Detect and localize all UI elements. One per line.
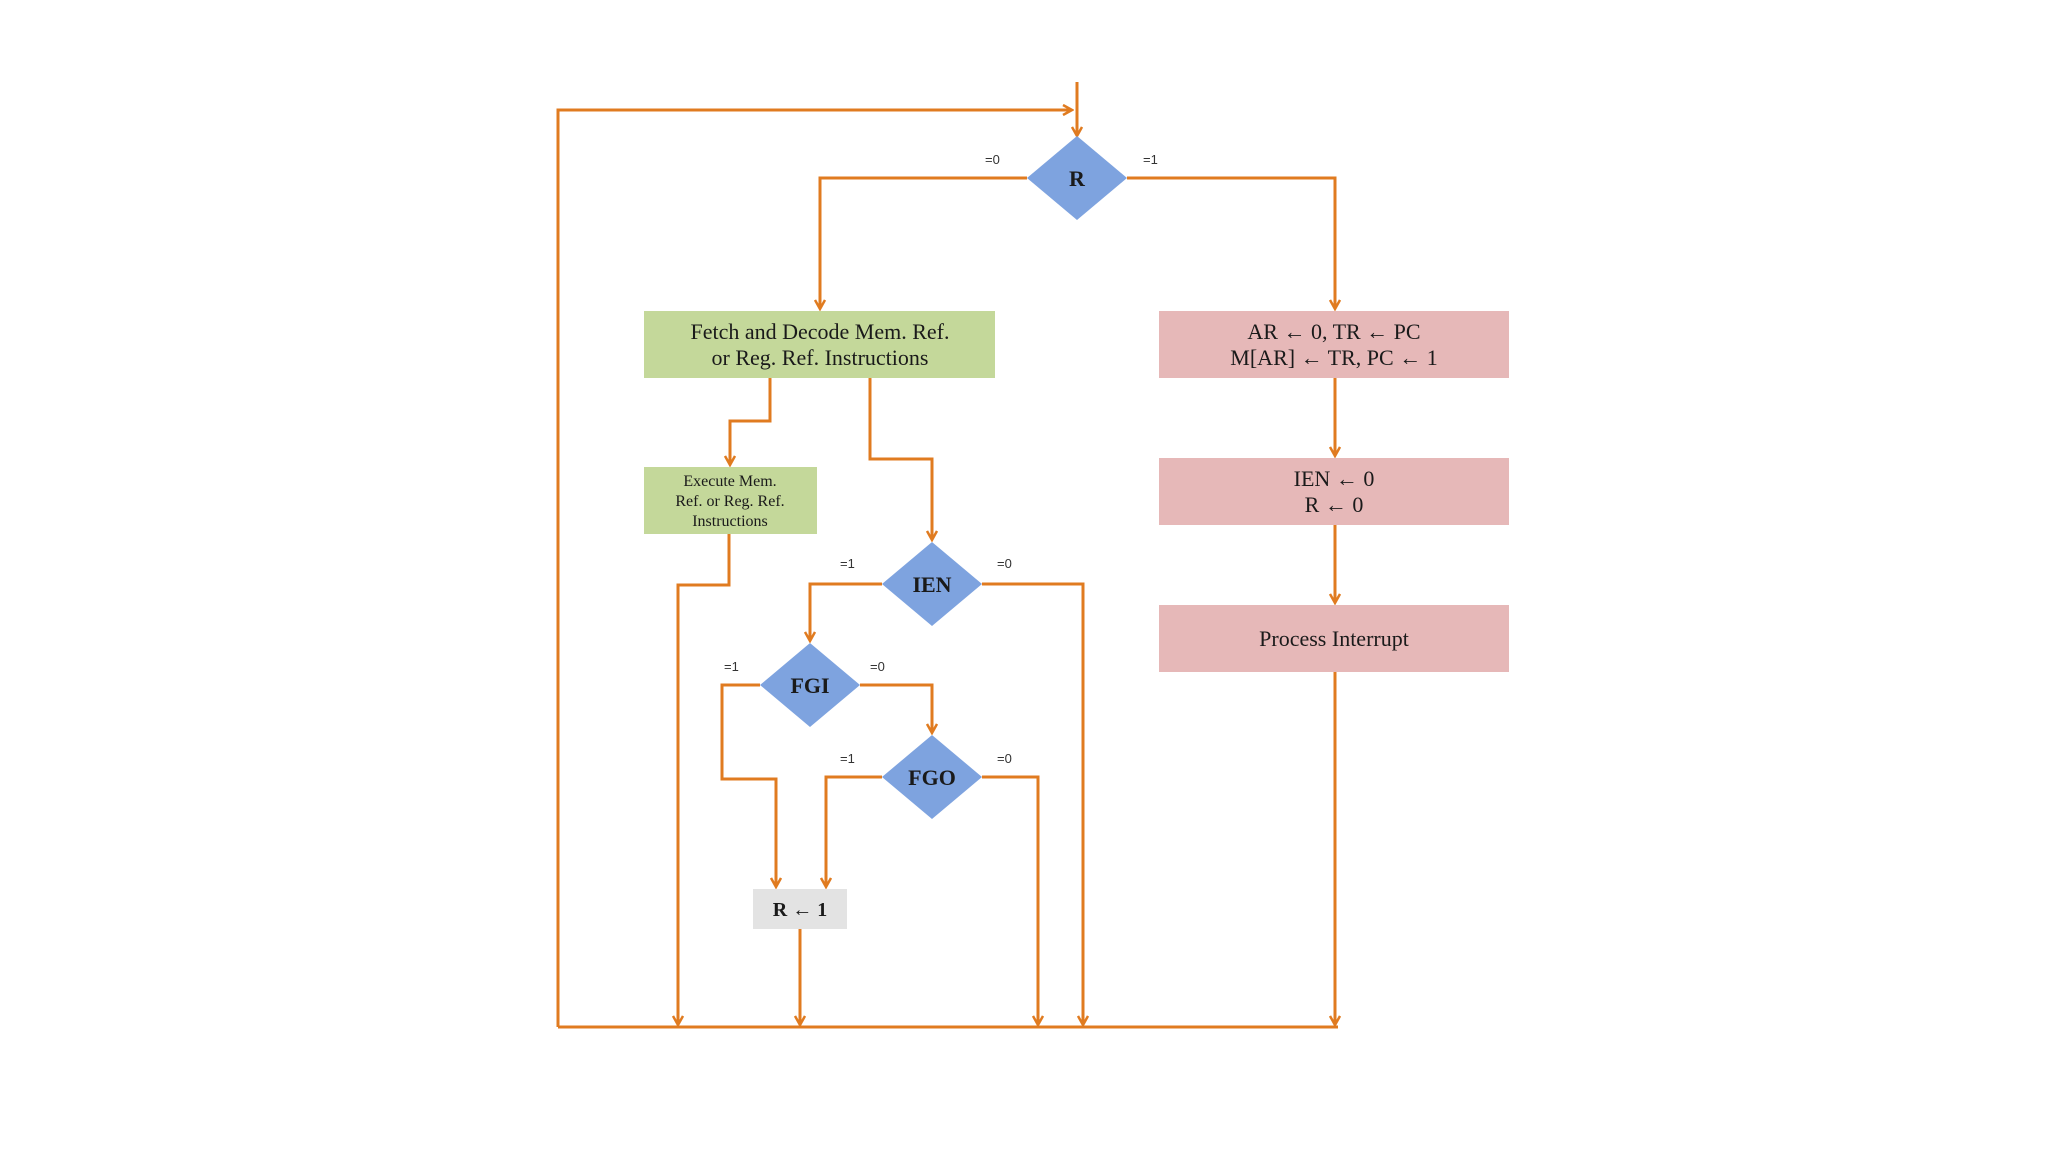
decision-r-label: R xyxy=(1069,166,1086,191)
arrow-ien1-to-fgi xyxy=(810,582,882,641)
arrow-fgo0-to-bottom xyxy=(982,775,1038,1025)
decision-fgo: FGO xyxy=(882,735,982,819)
decision-fgi: FGI xyxy=(760,643,860,727)
box-fetch-decode-line-1: Fetch and Decode Mem. Ref. xyxy=(690,319,949,344)
box-process-interrupt-label: Process Interrupt xyxy=(1259,626,1409,651)
connectors xyxy=(556,82,1338,1029)
box-process-interrupt: Process Interrupt xyxy=(1159,605,1509,672)
branch-labels: =0 =1 =1 =0 =1 =0 =1 =0 xyxy=(724,152,1158,766)
box-clear-flags: IEN ← 0 R ← 0 xyxy=(1159,458,1509,525)
box-execute-line-1: Execute Mem. xyxy=(683,473,776,490)
box-save-return-address: AR ← 0, TR ← PC M[AR] ← TR, PC ← 1 xyxy=(1159,311,1509,378)
box-execute-line-3: Instructions xyxy=(692,513,768,530)
arrow-execute-to-bottom xyxy=(678,534,731,1025)
box-save-return-line-2: M[AR] ← TR, PC ← 1 xyxy=(1230,345,1437,370)
decision-r: R xyxy=(1027,136,1127,220)
box-clear-flags-line-1: IEN ← 0 xyxy=(1294,466,1375,491)
decision-ien-label: IEN xyxy=(912,572,951,597)
branch-label-ien-zero: =0 xyxy=(997,556,1012,571)
box-set-r: R ← 1 xyxy=(753,889,847,929)
branch-label-ien-one: =1 xyxy=(840,556,855,571)
decision-fgi-label: FGI xyxy=(790,673,829,698)
box-set-r-label: R ← 1 xyxy=(773,899,827,921)
arrow-loop-back xyxy=(556,110,1072,1027)
box-fetch-decode-line-2: or Reg. Ref. Instructions xyxy=(712,345,929,370)
decision-ien: IEN xyxy=(882,542,982,626)
branch-label-fgi-zero: =0 xyxy=(870,659,885,674)
decision-fgo-label: FGO xyxy=(908,765,956,790)
branch-label-fgo-zero: =0 xyxy=(997,751,1012,766)
arrow-r0-to-fetch xyxy=(820,176,1027,309)
box-execute: Execute Mem. Ref. or Reg. Ref. Instructi… xyxy=(644,467,817,534)
box-fetch-decode: Fetch and Decode Mem. Ref. or Reg. Ref. … xyxy=(644,311,995,378)
box-save-return-line-1: AR ← 0, TR ← PC xyxy=(1247,319,1420,344)
arrow-fgi1-to-set-r xyxy=(720,683,776,887)
arrow-r1-to-save xyxy=(1127,176,1335,309)
branch-label-r-one: =1 xyxy=(1143,152,1158,167)
arrow-fgi0-to-fgo xyxy=(860,683,932,733)
box-clear-flags-line-2: R ← 0 xyxy=(1305,492,1364,517)
arrow-ien0-to-bottom xyxy=(982,582,1083,1025)
branch-label-r-zero: =0 xyxy=(985,152,1000,167)
branch-label-fgo-one: =1 xyxy=(840,751,855,766)
branch-label-fgi-one: =1 xyxy=(724,659,739,674)
arrow-fetch-to-ien xyxy=(868,378,932,540)
arrow-fgo1-to-set-r xyxy=(826,775,882,887)
box-execute-line-2: Ref. or Reg. Ref. xyxy=(675,493,784,510)
arrow-fetch-to-execute xyxy=(730,378,772,465)
